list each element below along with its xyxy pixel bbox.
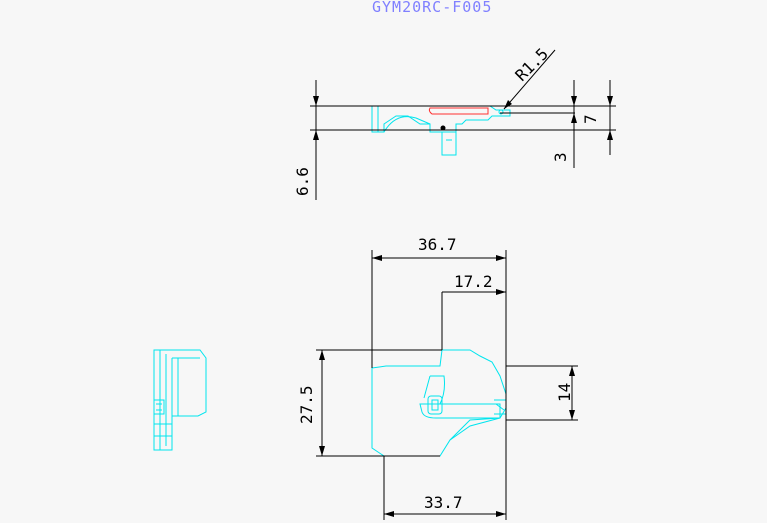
dim-36-7: 36.7 [418, 235, 457, 254]
end-view [153, 349, 207, 451]
side-view: R1.5 7 3 6.6 [293, 44, 616, 200]
dim-r1-5: R1.5 [511, 44, 552, 85]
side-view-boss [383, 116, 431, 133]
dim-14: 14 [555, 383, 574, 402]
front-view-outline [371, 349, 507, 457]
dim-3: 3 [551, 152, 570, 162]
side-view-point [440, 125, 446, 131]
dim-6-6: 6.6 [293, 167, 312, 196]
front-view-boss [427, 395, 443, 415]
side-view-hidden-line [428, 107, 489, 115]
dim-27-5: 27.5 [297, 385, 316, 424]
dim-7: 7 [581, 114, 600, 124]
dim-33-7: 33.7 [424, 493, 463, 512]
front-view-recess [423, 375, 445, 405]
drawing-title: GYM20RC-F005 [372, 0, 492, 16]
front-view: 36.7 17.2 27.5 14 33.7 [297, 235, 578, 520]
front-view-slot [419, 403, 501, 419]
dim-17-2: 17.2 [454, 272, 493, 291]
